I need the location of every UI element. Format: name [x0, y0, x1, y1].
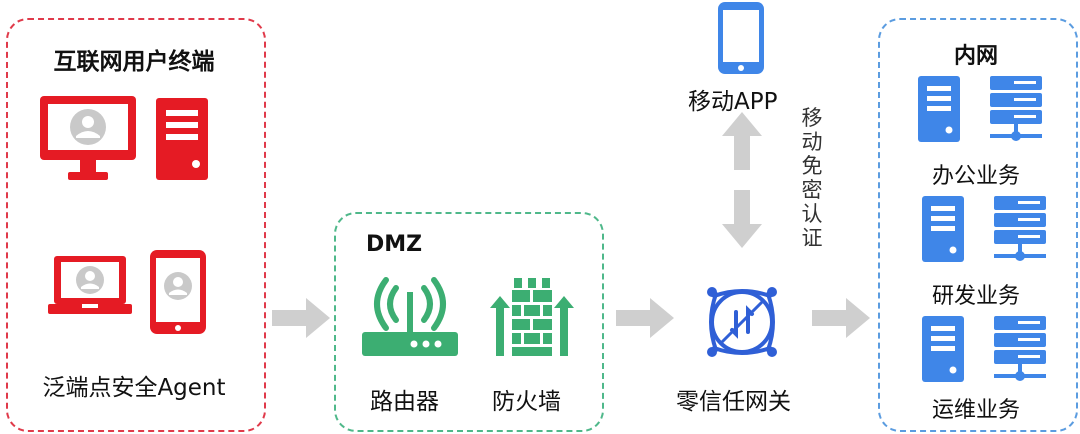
- dmz-title: DMZ: [366, 232, 423, 257]
- arrow-right-icon: [812, 298, 870, 338]
- arrow-up-icon: [722, 112, 762, 170]
- mobile-passwordless-auth-text: 移 动 免 密 认 证: [800, 106, 824, 250]
- router-icon: [362, 277, 458, 356]
- desktop-icon: [40, 96, 136, 180]
- server-tower-icon: [922, 196, 964, 262]
- server-rack-icon: [990, 76, 1042, 141]
- intranet-title: 内网: [953, 44, 998, 69]
- intranet-group: [878, 18, 1078, 432]
- internet-terminals-title: 互联网用户终端: [53, 49, 215, 75]
- server-tower-icon: [918, 76, 960, 142]
- auth-char: 证: [801, 226, 823, 250]
- auth-char: 密: [801, 178, 823, 202]
- auth-char: 认: [801, 202, 823, 226]
- server-rack-icon: [994, 196, 1046, 261]
- smartphone-icon: [718, 2, 764, 74]
- agent-label: 泛端点安全Agent: [42, 375, 226, 401]
- arrow-right-icon: [616, 298, 674, 338]
- auth-char: 免: [801, 154, 823, 178]
- arrow-down-icon: [722, 190, 762, 248]
- firewall-icon: [490, 278, 574, 356]
- laptop-icon: [48, 256, 132, 314]
- service-label: 研发业务: [931, 284, 1020, 309]
- zero-trust-gateway-icon: [707, 287, 777, 357]
- server-rack-icon: [994, 316, 1046, 381]
- service-label: 办公业务: [931, 164, 1020, 189]
- server-tower-icon: [922, 316, 964, 382]
- mobile-app-label: 移动APP: [688, 89, 778, 115]
- arrow-right-icon: [272, 298, 330, 338]
- service-label: 运维业务: [931, 398, 1020, 423]
- router-label: 路由器: [370, 389, 439, 415]
- tablet-icon: [150, 250, 206, 334]
- dmz-group: [334, 212, 604, 432]
- tower-pc-icon: [156, 98, 208, 180]
- auth-char: 移: [801, 106, 823, 130]
- auth-char: 动: [801, 130, 823, 154]
- internet-terminals-group: [6, 18, 266, 432]
- zero-trust-gateway-label: 零信任网关: [676, 389, 791, 415]
- firewall-label: 防火墙: [492, 389, 561, 415]
